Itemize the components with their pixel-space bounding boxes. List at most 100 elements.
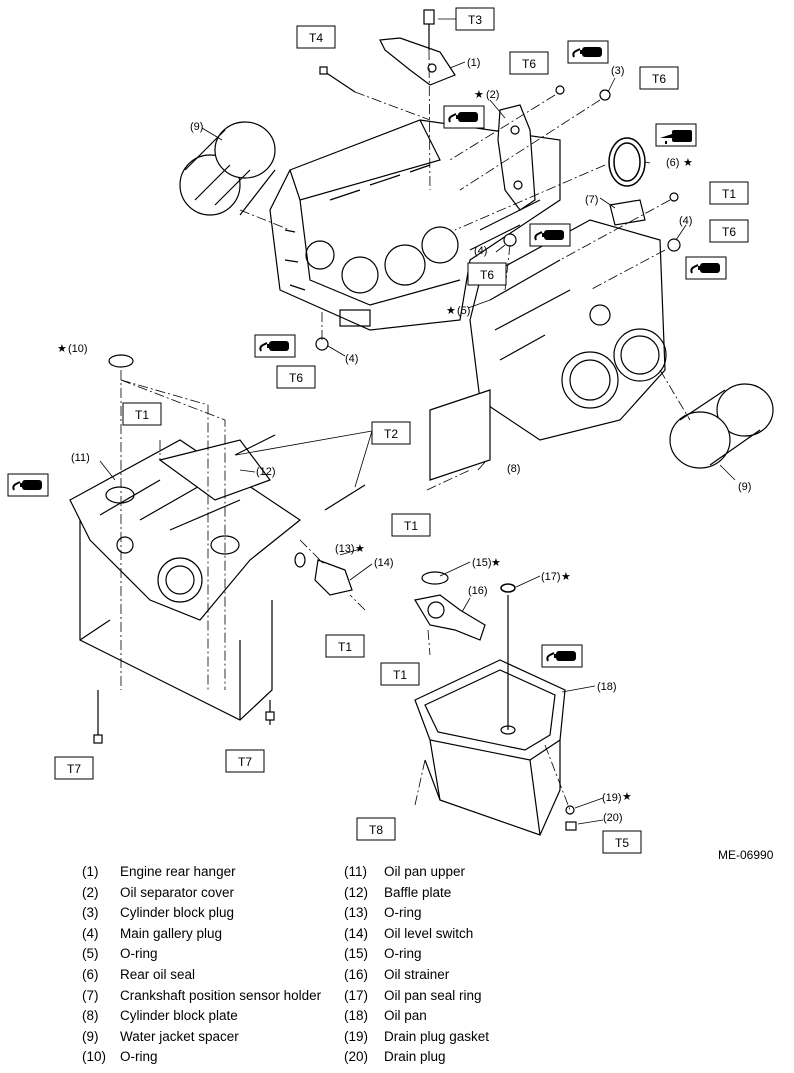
callout-18: (18): [597, 681, 617, 693]
legend-number: (7): [82, 987, 99, 1003]
svg-text:T6: T6: [289, 371, 303, 385]
legend-number: (8): [82, 1008, 99, 1024]
oil-icon: [541, 644, 583, 668]
legend-item: (5) O-ring: [82, 944, 321, 965]
legend-label: Oil pan seal ring: [384, 987, 482, 1003]
studs-t2: [234, 434, 366, 511]
svg-text:T6: T6: [722, 225, 736, 239]
svg-text:T7: T7: [67, 762, 81, 776]
legend-item: (11) Oil pan upper: [344, 862, 489, 883]
callout-17: (17): [541, 571, 561, 583]
bolts-t7: [93, 690, 275, 744]
svg-text:T5: T5: [615, 836, 629, 850]
torque-box-t5: T5: [602, 830, 642, 854]
oil-pan: [414, 595, 566, 836]
torque-box-t4: T4: [296, 25, 336, 49]
legend-item: (8)Cylinder block plate: [82, 1006, 321, 1027]
oil-strainer: [414, 594, 486, 641]
callout-6: (6): [666, 157, 679, 169]
legend-item: (3)Cylinder block plug: [82, 903, 321, 924]
legend-item: (7)Crankshaft position sensor holder: [82, 986, 321, 1007]
legend-item: (9)Water jacket spacer: [82, 1027, 321, 1048]
rear-oil-seal: [608, 137, 646, 187]
torque-box-t7-a: T7: [54, 756, 94, 780]
legend-label: Drain plug gasket: [384, 1028, 490, 1044]
legend-number: (18): [344, 1008, 369, 1024]
legend-item: (14)Oil level switch: [344, 924, 489, 945]
legend-number: (15): [344, 946, 369, 962]
parts-legend-right: (11) Oil pan upper (12)Baffle plate(13) O-r…: [344, 862, 489, 1068]
legend-number: (1): [82, 864, 99, 879]
svg-text:T6: T6: [652, 72, 666, 86]
legend-number: (13): [344, 905, 369, 921]
torque-box-t1-a: T1: [709, 181, 749, 205]
torque-box-t7-b: T7: [225, 749, 265, 773]
callout-14: (14): [374, 557, 394, 569]
legend-label: Oil strainer: [384, 966, 450, 982]
callout-2-star: ★: [474, 89, 484, 101]
svg-text:T1: T1: [338, 640, 352, 654]
torque-box-t1-b: T1: [122, 402, 162, 426]
legend-item: (12)Baffle plate: [344, 883, 489, 904]
callout-15-star: ★: [491, 557, 501, 569]
figure-id: ME-06990: [718, 848, 774, 862]
liquid-gasket-icon: [655, 123, 697, 147]
bolt-t4: [319, 66, 356, 93]
callout-16: (16): [468, 585, 488, 597]
legend-number: (9): [82, 1028, 99, 1044]
legend-label: O-ring: [384, 946, 422, 962]
parts-legend-left: (1) Engine rear hanger (2) Oil separator co…: [82, 862, 321, 1068]
callout-6-star: ★: [683, 157, 693, 169]
torque-box-t3: T3: [455, 7, 495, 31]
callout-10-star: ★: [57, 343, 67, 355]
legend-item: (6) Rear oil seal: [82, 965, 321, 986]
callout-19: (19): [602, 792, 622, 804]
torque-box-t6-b: T6: [639, 66, 679, 90]
legend-item: (10)O-ring: [82, 1047, 321, 1068]
legend-label: Engine rear hanger: [120, 864, 236, 879]
torque-box-t8: T8: [356, 817, 396, 841]
callout-8: (8): [507, 463, 520, 475]
callout-labels: (1) ★ (2) (3) (4) (4) (4) ★ (5) (6) ★ (7…: [57, 57, 751, 824]
legend-number: (12): [344, 884, 369, 900]
oil-icon: [685, 256, 727, 280]
svg-text:T1: T1: [722, 187, 736, 201]
legend-label: Oil pan upper: [384, 864, 466, 879]
callout-3: (3): [611, 65, 624, 77]
legend-number: (11): [344, 864, 368, 879]
legend-label: O-ring: [120, 946, 158, 962]
legend-label: Drain plug: [384, 1049, 446, 1065]
cylinder-block-right: [429, 199, 667, 481]
callout-9-a: (9): [190, 121, 203, 133]
engine-rear-hanger: [379, 9, 456, 86]
svg-text:T6: T6: [480, 268, 494, 282]
callout-13-star: ★: [355, 543, 365, 555]
callout-19-star: ★: [622, 791, 632, 803]
callout-9-b: (9): [738, 481, 751, 493]
water-jacket-spacer-upper: [179, 121, 276, 216]
svg-text:T4: T4: [309, 31, 323, 45]
legend-label: O-ring: [120, 1049, 158, 1065]
legend-number: (6): [82, 966, 99, 982]
svg-text:T8: T8: [369, 823, 383, 837]
water-jacket-spacer-lower: [669, 383, 774, 469]
svg-text:T1: T1: [135, 408, 149, 422]
legend-number: (2): [82, 884, 99, 900]
callout-5-star: ★: [446, 305, 456, 317]
o-ring-10: [108, 354, 134, 368]
torque-box-t6-c: T6: [709, 219, 749, 243]
callout-4-c: (4): [679, 215, 692, 227]
callout-13: (13): [335, 543, 355, 555]
callout-17-star: ★: [561, 571, 571, 583]
callout-12: (12): [256, 466, 276, 478]
legend-label: O-ring: [384, 905, 422, 921]
legend-item: (13) O-ring: [344, 903, 489, 924]
legend-label: Oil separator cover: [120, 884, 235, 900]
legend-label: Oil level switch: [384, 925, 474, 941]
legend-label: Rear oil seal: [120, 966, 196, 982]
exploded-view-diagram: T3 T4 T6 T6 T1 T6 T6 T6 T1 T2 T1 T1 T1 T…: [7, 7, 774, 854]
legend-number: (5): [82, 946, 99, 962]
callout-20: (20): [603, 812, 623, 824]
callout-5: (5): [457, 305, 470, 317]
oil-icon: [7, 473, 49, 497]
